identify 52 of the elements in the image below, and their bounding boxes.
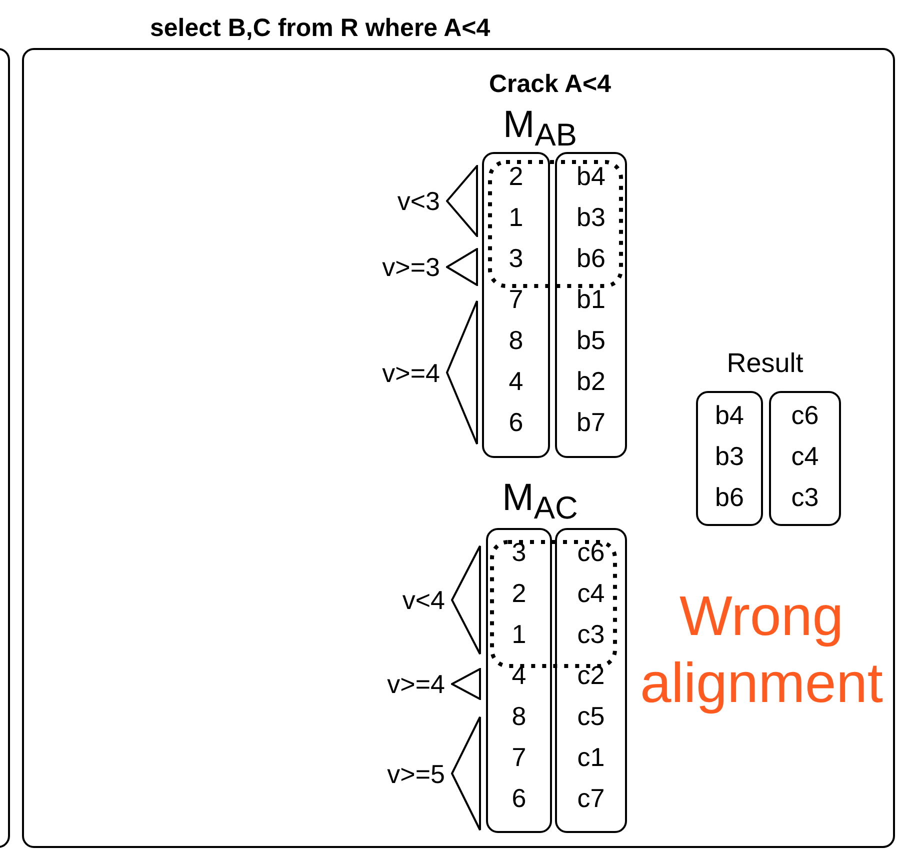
range-label: v>=3 [382,252,440,283]
range-label: v>=4 [387,669,445,700]
annotation: Wrong alignment [639,583,884,716]
range-label: v<3 [397,186,440,217]
cell-value: 8 [508,327,524,353]
matrix-label: M$_{AC}$ [501,477,579,527]
cell-value: c4 [791,443,819,469]
column [769,391,841,526]
cell-value: c3 [791,484,819,510]
range-label: v>=4 [382,358,440,388]
column [696,391,763,526]
cell-value: 1 [512,621,526,647]
heading: Result [726,348,804,379]
column [486,528,552,833]
cell-value: 6 [512,785,526,811]
cell-value: c3 [577,621,605,647]
cell-value: 3 [512,539,526,565]
cell-value: c4 [577,580,605,606]
range-label: v<4 [402,585,445,616]
range-label: v>=5 [387,758,445,790]
query-title: select B,C from R where A<4 [150,14,490,43]
cell-value: c5 [577,703,605,729]
column [555,528,627,833]
cell-value: b3 [576,204,606,230]
cell-value: c7 [577,785,605,811]
cell-value: b4 [715,402,744,428]
cell-value: c1 [577,744,605,770]
cell-value: 8 [512,703,526,729]
cell-value: b1 [576,286,606,312]
cell-value: 7 [508,286,524,312]
cell-value: b5 [576,327,606,353]
heading: Crack A<4 [488,70,612,99]
cell-value: b6 [715,484,744,510]
matrix-label: M$_{AB}$ [502,104,578,154]
cell-value: b6 [576,245,606,271]
cell-value: 2 [512,580,526,606]
panel [22,48,895,848]
cell-value: 2 [508,163,524,189]
column [482,152,550,458]
cell-value: 6 [508,409,524,435]
cell-value: 3 [508,245,524,271]
cell-value: 4 [508,368,524,394]
cell-value: c6 [791,402,819,428]
column [555,152,627,458]
cell-value: b4 [576,163,606,189]
cell-value: b7 [576,409,606,435]
cell-value: c2 [577,662,605,688]
cell-value: 7 [512,744,526,770]
cell-value: b3 [715,443,744,469]
cell-value: c6 [577,539,605,565]
cell-value: 1 [508,204,524,230]
cell-value: b2 [576,368,606,394]
